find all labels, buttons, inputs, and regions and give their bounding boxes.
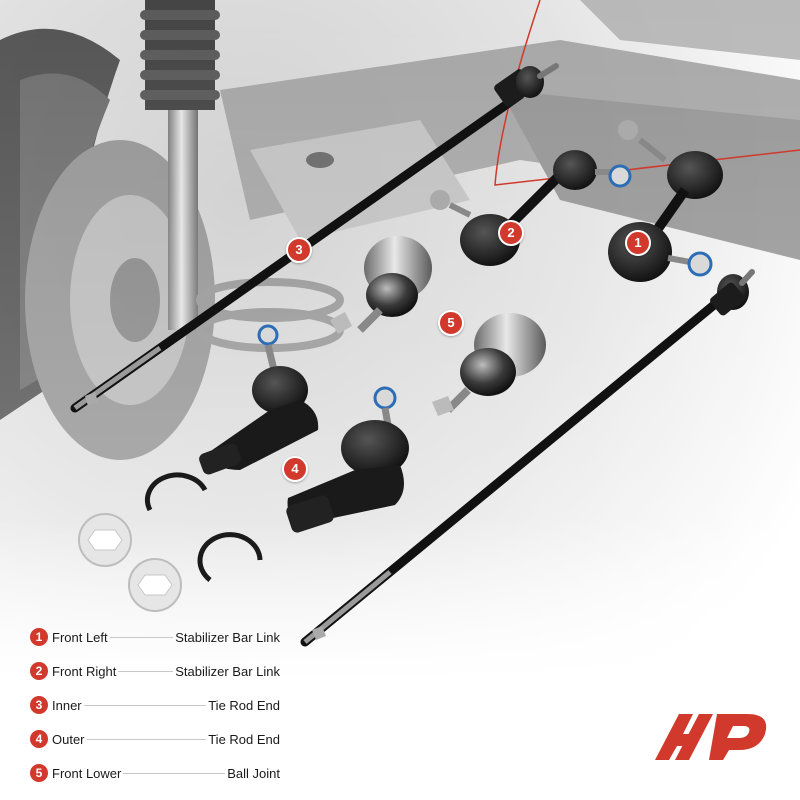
legend-position: Front Lower bbox=[52, 765, 122, 781]
legend-part-name: Tie Rod End bbox=[208, 731, 280, 747]
legend-row-4: 4 Outer Tie Rod End bbox=[30, 722, 280, 756]
legend-position: Front Left bbox=[52, 629, 108, 645]
outer-tie-rod-end-2 bbox=[286, 386, 409, 533]
legend-row-2: 2 Front Right Stabilizer Bar Link bbox=[30, 654, 280, 688]
legend-part-name: Stabilizer Bar Link bbox=[175, 629, 280, 645]
parts-legend: 1 Front Left Stabilizer Bar Link 2 Front… bbox=[30, 620, 280, 790]
legend-position: Front Right bbox=[52, 663, 117, 679]
legend-position: Inner bbox=[52, 697, 82, 713]
legend-part-name: Stabilizer Bar Link bbox=[175, 663, 280, 679]
legend-leader-line bbox=[109, 636, 174, 638]
legend-row-5: 5 Front Lower Ball Joint bbox=[30, 756, 280, 790]
ball-joint-front-lower-2 bbox=[432, 313, 546, 416]
legend-leader-line bbox=[118, 670, 174, 672]
outer-tie-rod-end-1 bbox=[199, 324, 319, 475]
stabilizer-link-front-left bbox=[608, 120, 723, 282]
legend-number: 4 bbox=[30, 730, 48, 748]
marker-5: 5 bbox=[438, 310, 464, 336]
legend-position: Outer bbox=[52, 731, 85, 747]
legend-row-1: 1 Front Left Stabilizer Bar Link bbox=[30, 620, 280, 654]
marker-3: 3 bbox=[286, 237, 312, 263]
legend-number: 2 bbox=[30, 662, 48, 680]
legend-row-3: 3 Inner Tie Rod End bbox=[30, 688, 280, 722]
marker-1: 1 bbox=[625, 230, 651, 256]
legend-number: 5 bbox=[30, 764, 48, 782]
legend-number: 3 bbox=[30, 696, 48, 714]
legend-part-name: Ball Joint bbox=[227, 765, 280, 781]
legend-leader-line bbox=[86, 738, 207, 740]
legend-leader-line bbox=[123, 772, 226, 774]
legend-number: 1 bbox=[30, 628, 48, 646]
washers bbox=[78, 513, 182, 612]
inner-tie-rod-right bbox=[300, 269, 755, 647]
legend-part-name: Tie Rod End bbox=[208, 697, 280, 713]
marker-2: 2 bbox=[498, 220, 524, 246]
ball-joint-front-lower-1 bbox=[330, 236, 432, 334]
accent-curve bbox=[494, 0, 800, 186]
snap-rings bbox=[145, 472, 263, 582]
a-premium-logo-icon bbox=[655, 714, 767, 760]
legend-leader-line bbox=[83, 704, 207, 706]
marker-4: 4 bbox=[282, 456, 308, 482]
